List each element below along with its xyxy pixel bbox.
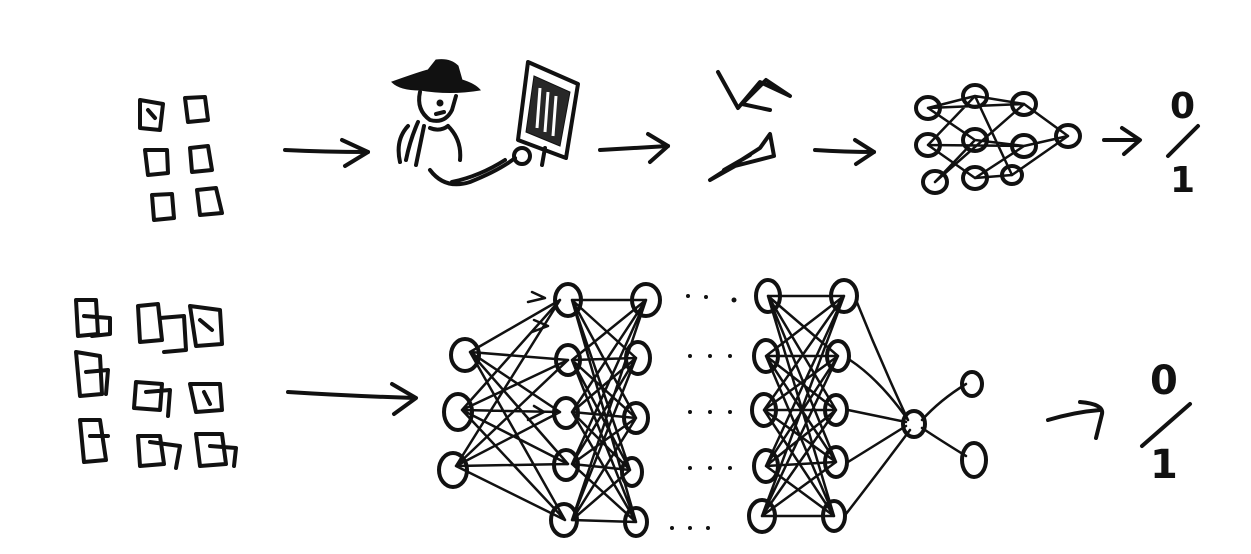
network-node — [754, 278, 782, 314]
network-node — [821, 499, 847, 533]
image-thumbnail — [194, 432, 238, 468]
image-thumbnail — [188, 382, 224, 414]
computer-monitor — [516, 60, 580, 160]
network-node — [747, 498, 777, 534]
dnn-edges-input — [454, 290, 570, 522]
image-thumbnail — [188, 304, 224, 348]
extracted-features — [708, 70, 792, 182]
network-node — [823, 393, 849, 427]
network-node — [552, 396, 580, 430]
face — [417, 90, 458, 123]
output-label-0: 0 — [1150, 358, 1178, 404]
bottom-arrow-2 — [1046, 400, 1105, 440]
dnn-edges-hidden-1 — [570, 298, 648, 524]
top-input-images — [138, 95, 224, 222]
feature-shape — [716, 70, 792, 112]
deep-neural-network — [437, 278, 988, 538]
output-label-1: 1 — [1170, 160, 1195, 201]
dnn-nodes — [437, 278, 988, 538]
small-neural-network — [914, 83, 1082, 195]
network-node — [449, 337, 481, 373]
network-node — [961, 127, 989, 153]
network-node — [960, 441, 988, 479]
network-node — [553, 282, 583, 318]
image-thumbnail — [195, 186, 224, 217]
network-node — [750, 392, 778, 428]
body — [396, 124, 463, 164]
bottom-input-images — [74, 298, 238, 470]
image-thumbnail — [74, 298, 112, 338]
network-node — [960, 370, 984, 398]
hat — [391, 59, 481, 93]
bottom-arrow-1 — [286, 382, 418, 416]
network-node — [442, 392, 474, 432]
monitor-stand — [540, 146, 547, 167]
network-node — [825, 339, 851, 373]
output-slash — [1166, 124, 1200, 158]
output-label-0: 0 — [1170, 86, 1195, 127]
network-node — [914, 132, 942, 158]
feature-shape — [708, 132, 776, 182]
image-thumbnail — [138, 98, 165, 132]
network-node — [549, 502, 579, 538]
bottom-row: 0 1 — [74, 278, 1192, 538]
mouth — [434, 110, 446, 116]
network-node — [921, 169, 949, 195]
network-node — [1054, 123, 1082, 149]
network-node — [552, 448, 580, 482]
dnn-ellipsis — [670, 294, 737, 530]
network-node — [620, 456, 644, 488]
top-row: 0 1 — [138, 59, 1200, 222]
image-thumbnail — [150, 192, 176, 222]
top-arrow-2 — [598, 132, 670, 164]
scarf — [404, 120, 450, 167]
image-thumbnail — [188, 144, 214, 174]
dnn-edges-output — [844, 298, 968, 516]
output-slash — [1140, 402, 1192, 448]
network-node — [437, 451, 469, 489]
human-feature-engineer — [391, 59, 580, 187]
image-thumbnail — [74, 350, 110, 398]
hand — [512, 146, 532, 166]
network-node — [1000, 164, 1024, 186]
eye — [436, 99, 444, 107]
top-arrow-3 — [813, 138, 876, 166]
dnn-edges-hidden-2 — [760, 294, 846, 518]
network-node — [624, 340, 652, 376]
small-network-nodes — [914, 83, 1082, 195]
network-node — [914, 95, 942, 121]
network-node — [823, 445, 849, 479]
network-node — [961, 165, 989, 191]
image-thumbnail — [136, 302, 188, 354]
network-node — [630, 282, 662, 318]
network-node — [901, 409, 927, 439]
screen-lines — [535, 87, 558, 137]
image-thumbnail — [132, 380, 172, 418]
top-binary-output: 0 1 — [1166, 86, 1200, 201]
network-node — [829, 278, 859, 314]
network-node — [752, 338, 780, 374]
image-thumbnail — [78, 418, 110, 464]
network-node — [1010, 91, 1038, 117]
network-node — [623, 506, 649, 538]
top-arrow-4 — [1102, 126, 1142, 156]
image-thumbnail — [143, 148, 170, 177]
network-node — [752, 448, 780, 484]
image-thumbnail — [183, 95, 210, 124]
network-node — [554, 343, 582, 377]
network-node — [1010, 133, 1038, 159]
network-node — [622, 401, 650, 435]
output-label-1: 1 — [1150, 442, 1178, 488]
arm — [428, 156, 517, 187]
bottom-binary-output: 0 1 — [1140, 358, 1192, 488]
small-network-edges — [926, 94, 1070, 184]
image-thumbnail — [136, 434, 182, 470]
top-arrow-1 — [283, 138, 370, 168]
network-node — [961, 83, 989, 109]
